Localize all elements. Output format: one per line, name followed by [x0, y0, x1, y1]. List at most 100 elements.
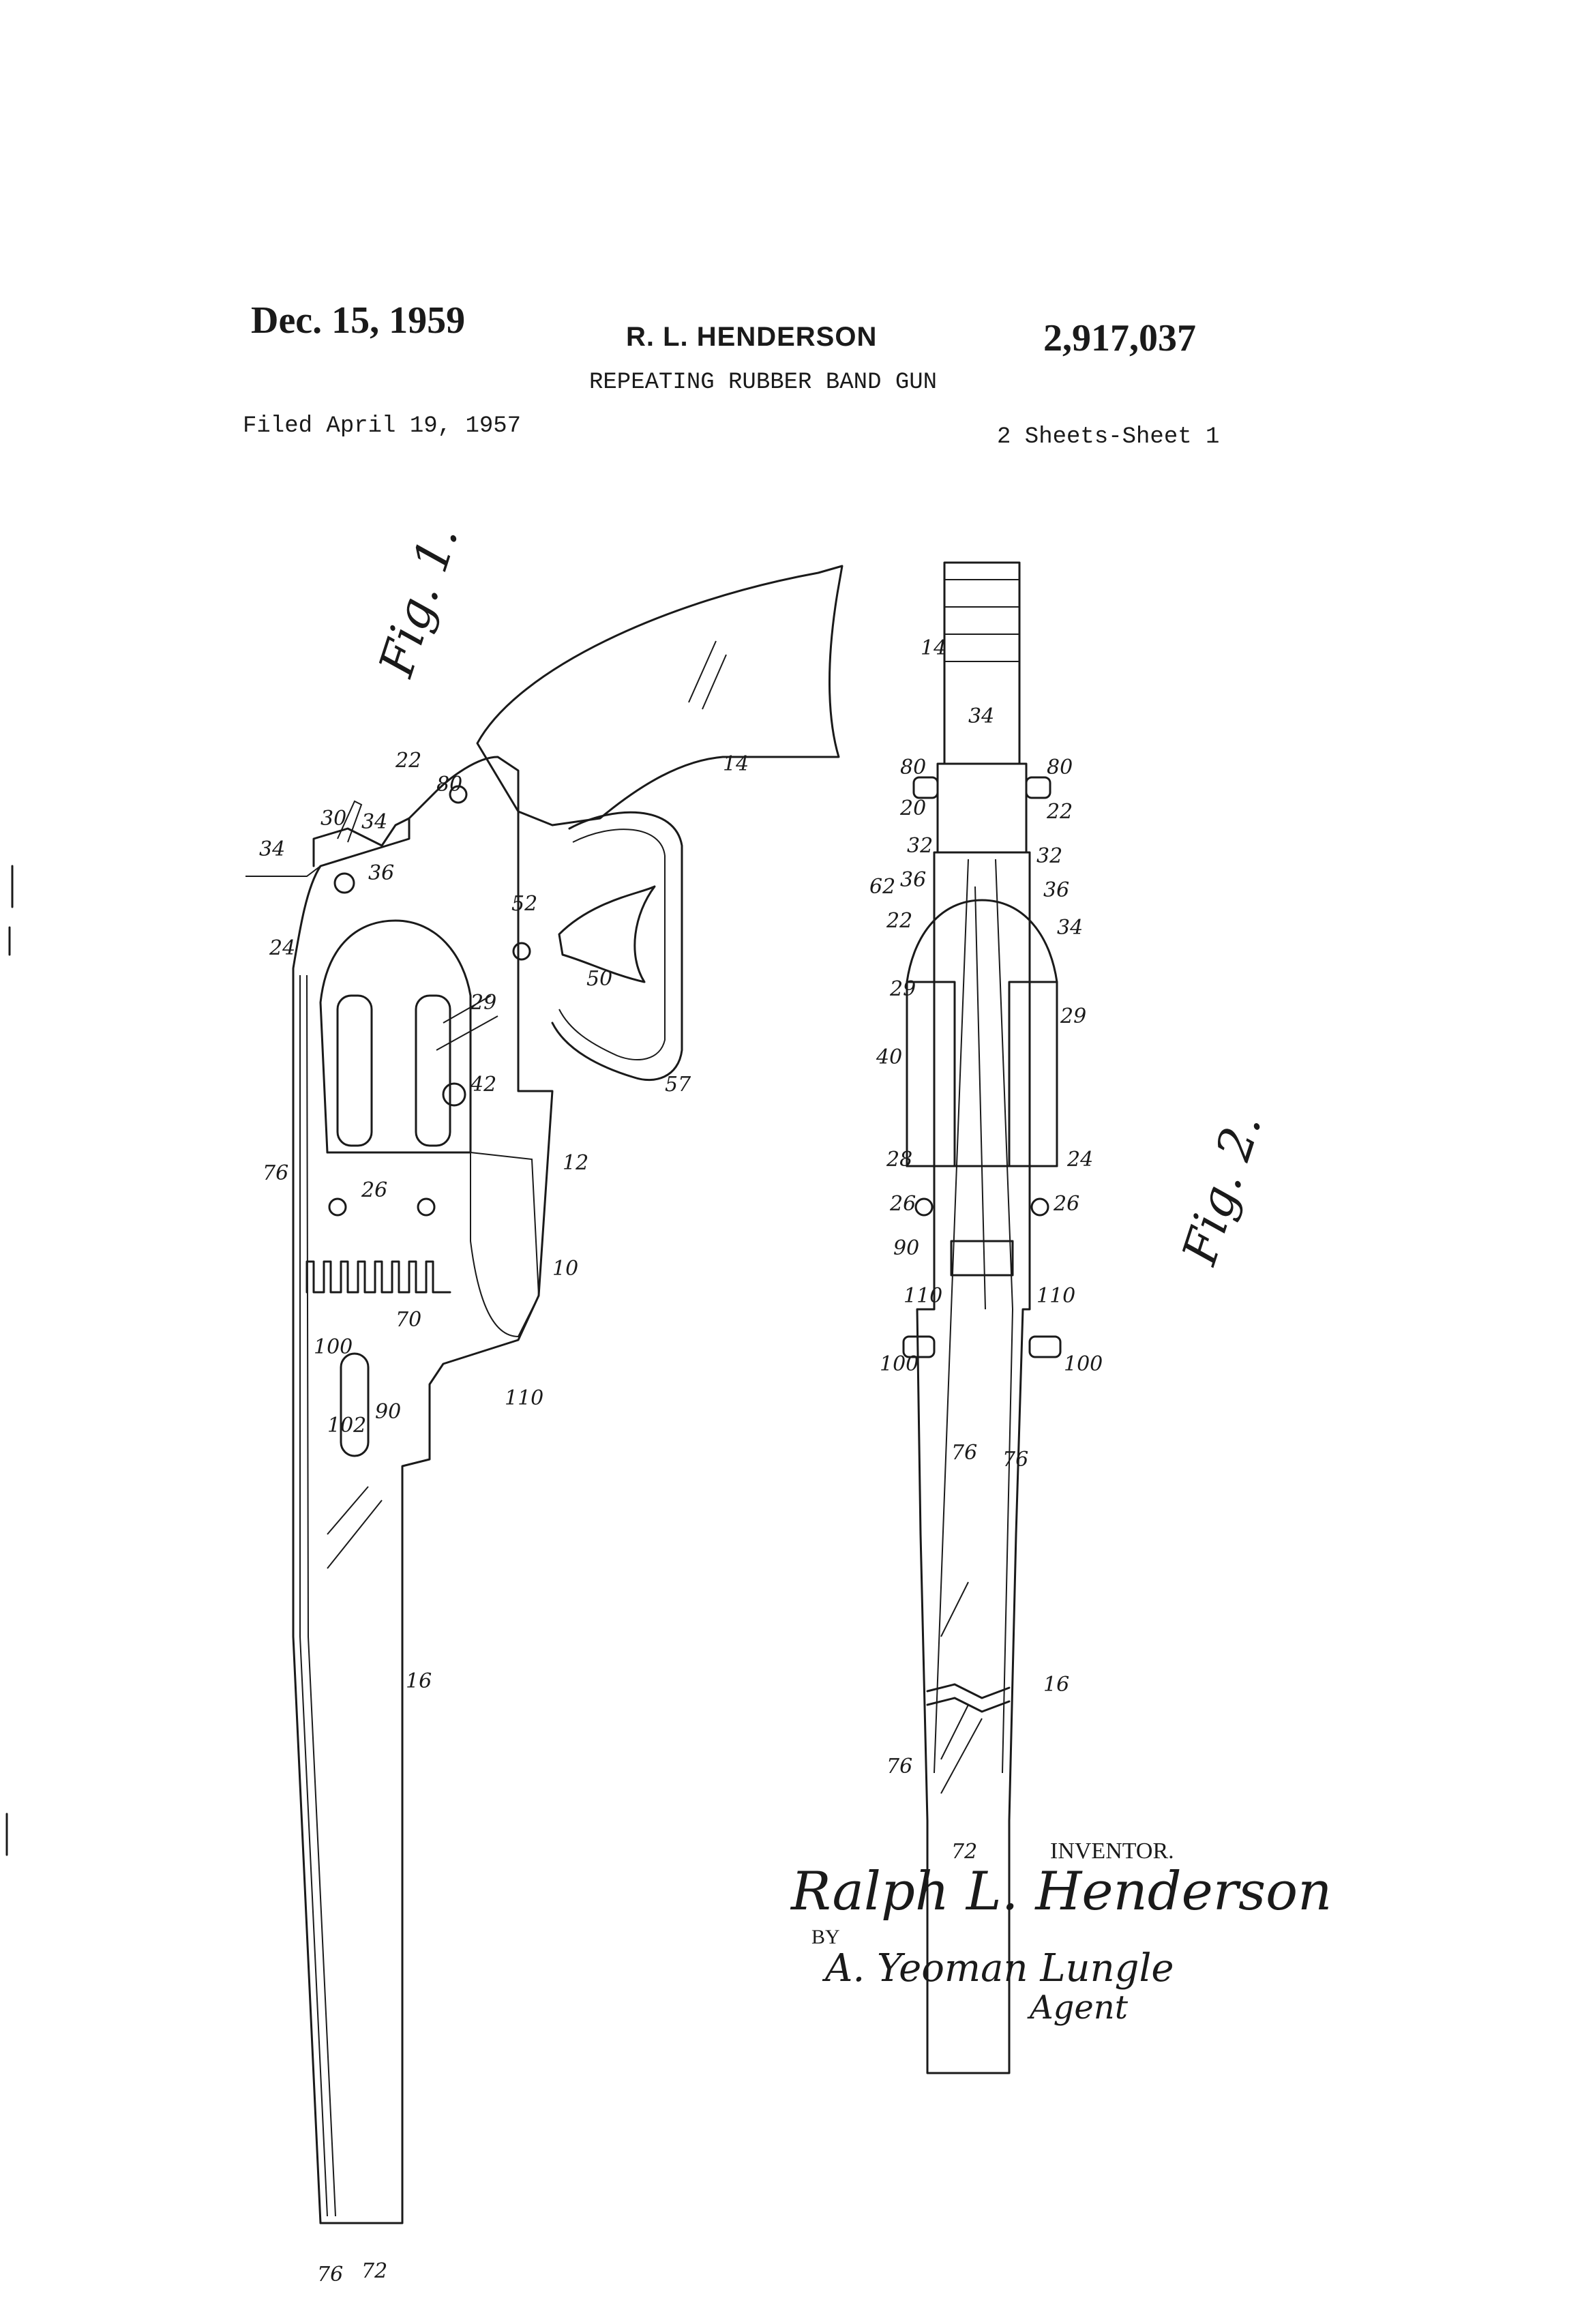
fig1-grip — [477, 566, 842, 825]
fig1-ref: 76 — [317, 2263, 343, 2286]
fig2-ref: 100 — [880, 1352, 919, 1376]
fig2-ref: 29 — [1060, 1004, 1086, 1028]
fig1-ref: 36 — [368, 861, 394, 885]
fig1-ref: 90 — [375, 1400, 401, 1424]
fig2-pin-26-left — [916, 1199, 932, 1215]
fig1-pin-36 — [335, 874, 354, 893]
fig1-ref: 12 — [563, 1151, 588, 1175]
fig2-ref: 29 — [889, 977, 916, 1001]
fig2-ref: 80 — [900, 756, 926, 779]
fig1-pin-52 — [513, 943, 530, 959]
fig2-top-view — [904, 563, 1060, 2073]
fig2-ref: 34 — [968, 704, 994, 728]
fig2-ref: 76 — [886, 1755, 912, 1778]
fig2-slide — [951, 1241, 1013, 1275]
fig1-ref: 14 — [723, 752, 749, 776]
fig2-ref: 76 — [951, 1441, 977, 1465]
fig2-ref: 80 — [1047, 756, 1073, 779]
fig2-grip — [944, 563, 1019, 764]
fig1-ref: 72 — [361, 2259, 387, 2283]
fig1-ref: 29 — [470, 991, 496, 1015]
fig2-caption: Fig. 2. — [1171, 1106, 1272, 1272]
fig1-ref: 34 — [259, 837, 285, 861]
fig1-ref: 24 — [269, 936, 295, 960]
fig1-cylinder-flute-2 — [416, 996, 450, 1146]
fig1-ref: 26 — [361, 1178, 387, 1202]
fig2-ref: 26 — [889, 1192, 916, 1216]
fig2-ref: 32 — [907, 834, 933, 858]
fig2-pin-100-right — [1030, 1337, 1060, 1357]
fig2-ref: 40 — [876, 1045, 902, 1069]
fig2-ref: 36 — [900, 868, 926, 892]
fig2-ref: 110 — [904, 1284, 942, 1308]
by-label: BY — [811, 1926, 840, 1948]
fig1-pin-26b — [418, 1199, 434, 1215]
fig1-ref: 34 — [361, 810, 387, 834]
fig1-slot — [341, 1354, 368, 1456]
fig2-ref: 110 — [1036, 1284, 1075, 1308]
inventor-signature: Ralph L. Henderson — [790, 1861, 1332, 1922]
fig1-ref: 100 — [314, 1335, 353, 1359]
fig1-ref: 22 — [395, 749, 421, 773]
fig1-pin-42 — [443, 1084, 465, 1105]
attorney-suffix: Agent — [1027, 1988, 1129, 2027]
fig1-ref: 16 — [406, 1669, 432, 1693]
inventor-label: INVENTOR. — [1050, 1838, 1174, 1864]
fig1-caption: Fig. 1. — [368, 518, 469, 684]
fig2-ref: 100 — [1064, 1352, 1103, 1376]
fig1-ref: 102 — [327, 1414, 366, 1437]
fig2-ref: 72 — [951, 1840, 977, 1864]
fig2-band-line-3 — [975, 887, 985, 1309]
fig1-ref: 50 — [586, 967, 612, 991]
fig1-ref: 70 — [395, 1308, 421, 1332]
fig1-frame — [293, 757, 552, 2223]
fig2-break-line — [927, 1684, 1009, 1698]
fig1-ratchet-teeth — [307, 1262, 450, 1292]
fig2-pin-80-left — [914, 777, 938, 798]
fig1-pin-26a — [329, 1199, 346, 1215]
fig1-ref: 42 — [470, 1073, 496, 1097]
fig2-ref: 16 — [1043, 1673, 1069, 1697]
fig1-barrel-line-76a — [300, 975, 327, 2216]
fig2-ref: 14 — [921, 636, 946, 660]
fig1-ref: 80 — [436, 773, 462, 796]
fig1-shading — [327, 641, 726, 1568]
fig2-ref: 20 — [899, 796, 926, 820]
fig2-ref: 76 — [1002, 1448, 1028, 1472]
fig2-cylinder-right — [1009, 982, 1057, 1166]
fig2-ref: 26 — [1053, 1192, 1079, 1216]
fig2-ref: 36 — [1043, 878, 1069, 902]
fig1-grip-panel — [471, 1152, 539, 1337]
fig1-ref: 30 — [320, 807, 346, 831]
fig1-ref: 52 — [511, 892, 537, 916]
fig1-cylinder-flute-1 — [338, 996, 372, 1146]
fig1-band-wire — [245, 866, 320, 876]
fig2-ref: 28 — [886, 1148, 912, 1172]
fig1-cylinder-dome — [320, 921, 471, 1152]
fig2-pin-26-right — [1032, 1199, 1048, 1215]
fig2-ref: 90 — [893, 1236, 919, 1260]
fig1-ref: 76 — [263, 1161, 288, 1185]
fig2-pin-80-right — [1026, 777, 1050, 798]
fig1-ref: 110 — [505, 1386, 543, 1410]
fig2-grip-lines — [944, 580, 1019, 661]
fig1-ref: 57 — [665, 1073, 691, 1097]
fig2-cylinder-left — [907, 982, 955, 1166]
fig2-band-line-1 — [934, 859, 968, 1773]
fig1-reference-labels: 34 30 34 36 22 80 14 24 52 50 29 42 57 7… — [259, 749, 749, 2286]
fig2-ref: 24 — [1066, 1148, 1093, 1172]
fig1-ref: 10 — [552, 1257, 578, 1281]
margin-mark — [7, 866, 12, 1855]
fig2-cylinder-cover — [907, 900, 1057, 1166]
fig2-reference-labels: 14 34 80 80 20 22 32 32 62 36 36 22 34 2… — [869, 636, 1103, 1864]
fig2-frame-top — [938, 764, 1026, 852]
fig1-trigger-guard — [552, 812, 682, 1079]
fig2-ref: 32 — [1036, 844, 1062, 868]
fig1-trigger-guard-inner — [559, 829, 665, 1060]
fig2-ref: 34 — [1057, 916, 1083, 940]
fig2-ref: 62 — [869, 875, 895, 899]
fig2-ref: 22 — [886, 909, 912, 933]
fig2-ref: 22 — [1046, 800, 1073, 824]
attorney-signature: A. Yeoman Lungle — [822, 1946, 1174, 1991]
